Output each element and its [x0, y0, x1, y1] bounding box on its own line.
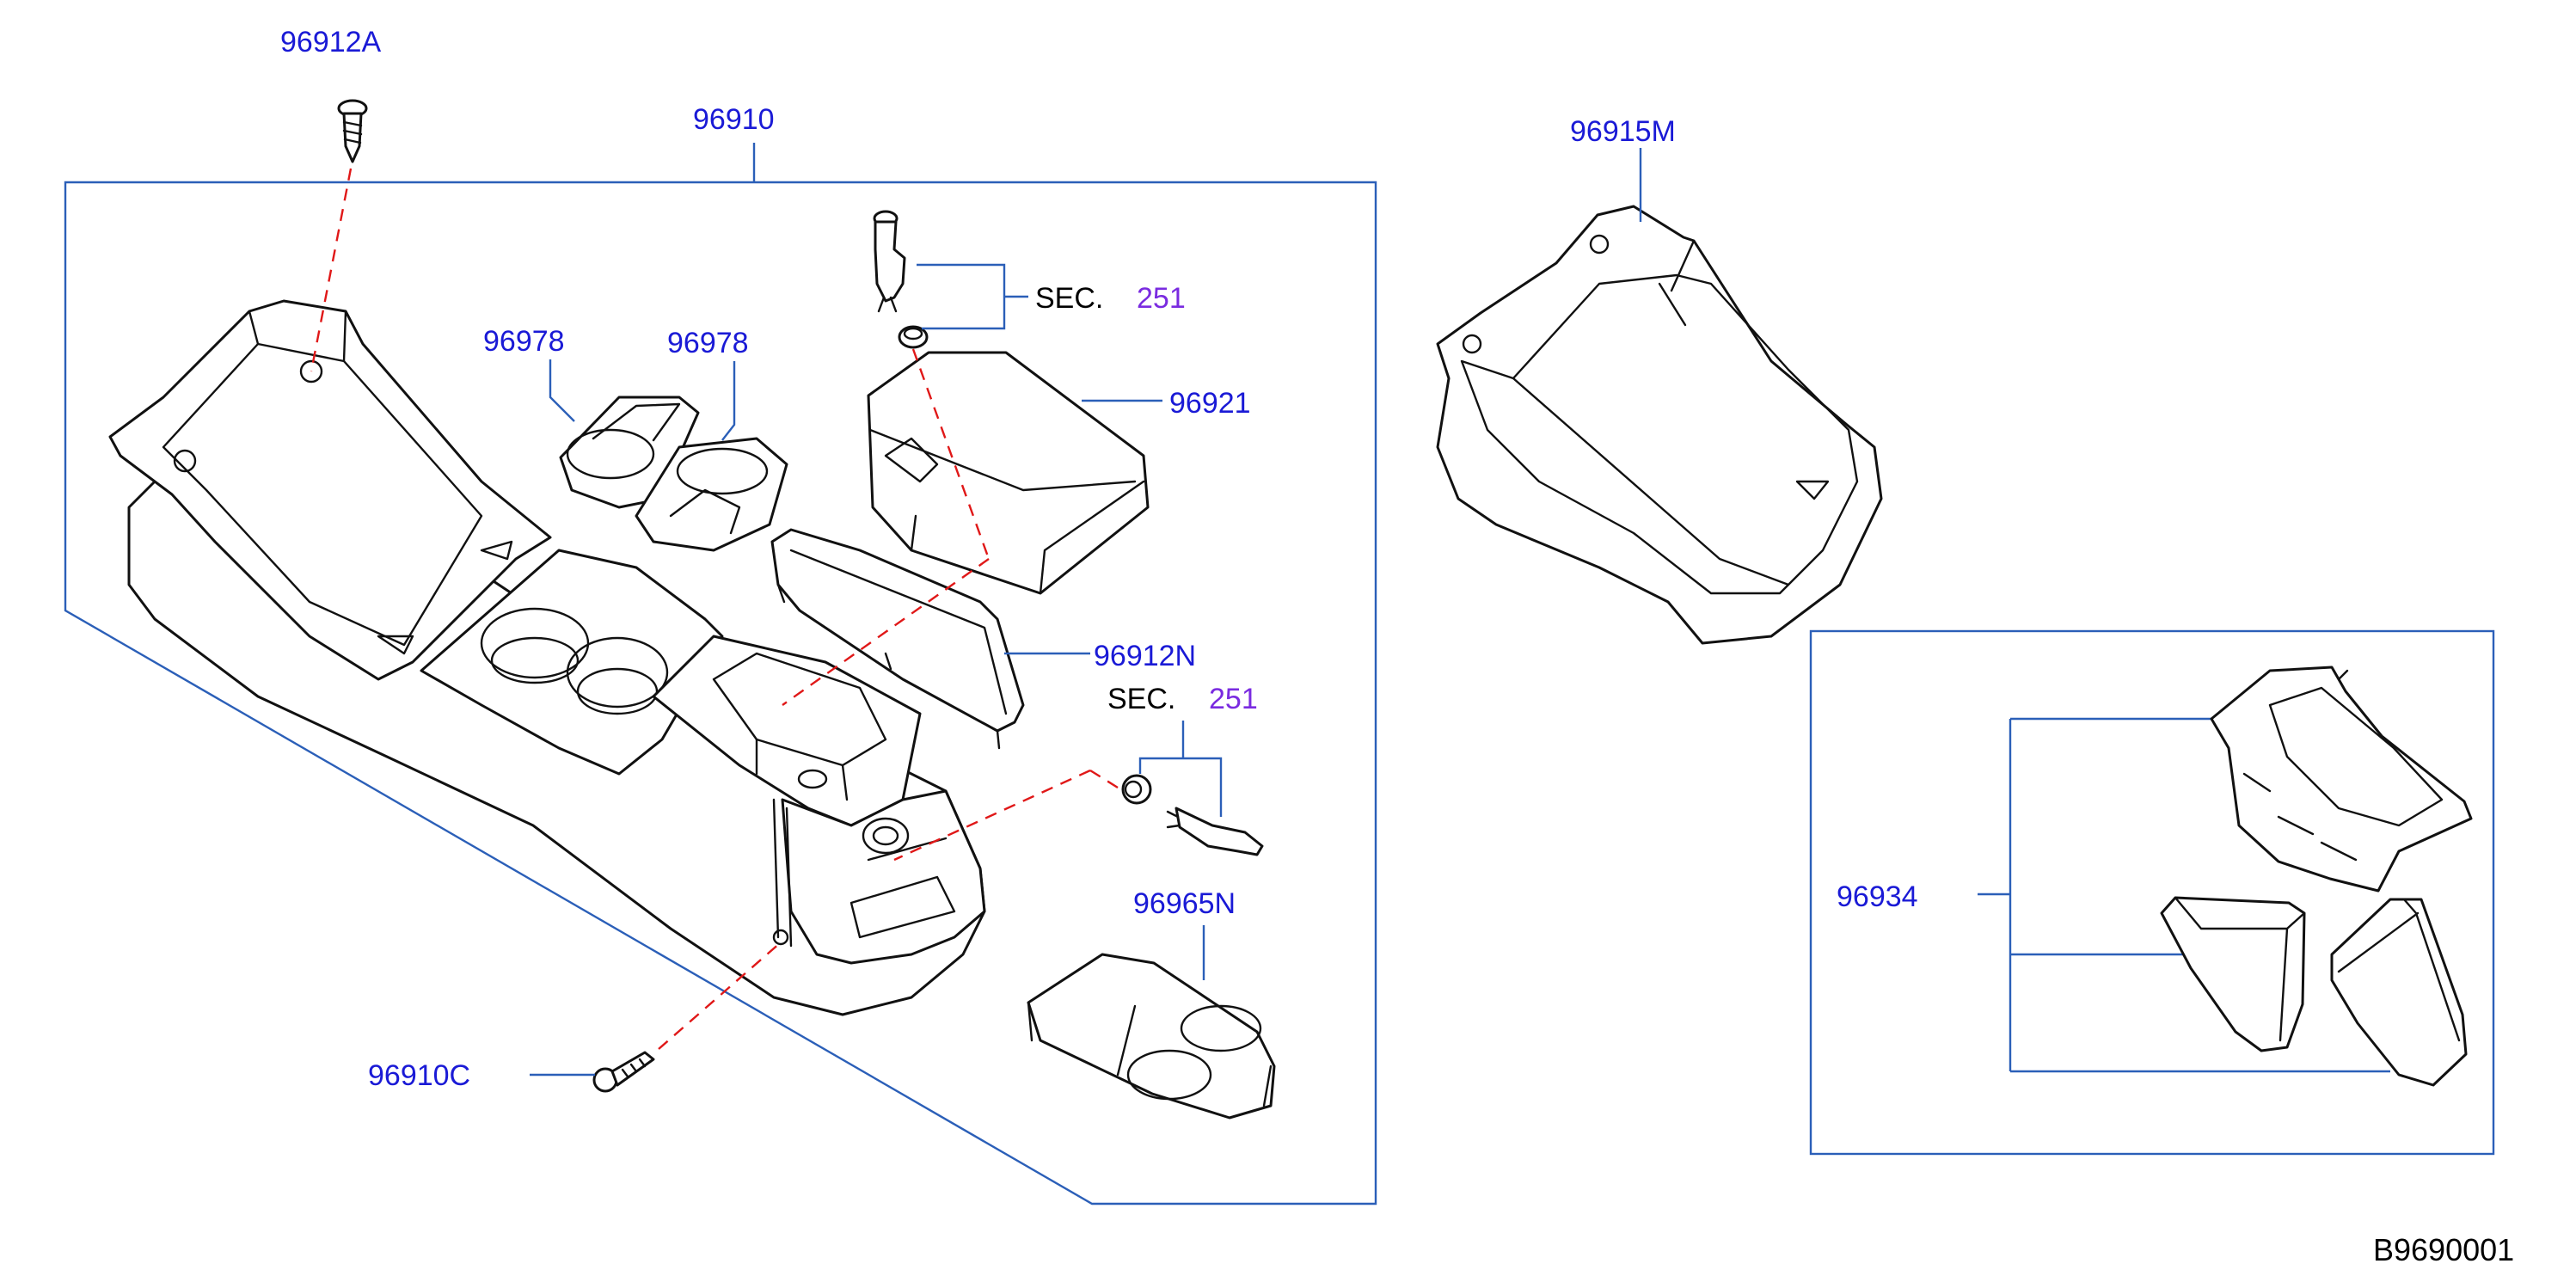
- fastener-path-panel: [782, 558, 990, 706]
- kit-frame-96934: [1809, 629, 2495, 1156]
- finisher-96934-right: [2330, 898, 2468, 1087]
- bracket-sec-lower: [1138, 757, 1223, 817]
- fastener-path-96910C: [658, 942, 782, 1050]
- label-96910[interactable]: 96910: [693, 103, 775, 136]
- sec-number-lower[interactable]: 251: [1209, 683, 1258, 715]
- fastener-path-96912A: [310, 168, 353, 372]
- clip-upper: [873, 210, 906, 313]
- finisher-96934-left: [2160, 896, 2306, 1052]
- console-lid-96921: [867, 351, 1150, 595]
- label-96921[interactable]: 96921: [1169, 387, 1251, 420]
- side-panel-96912N: [770, 528, 1025, 750]
- label-96912N[interactable]: 96912N: [1094, 640, 1196, 672]
- grommet-upper: [898, 325, 929, 349]
- grommet-lower: [1121, 774, 1152, 805]
- screw-96912A: [337, 99, 368, 163]
- fastener-path-lower: [1089, 769, 1119, 789]
- label-96912A[interactable]: 96912A: [280, 26, 382, 58]
- screw-96910C: [592, 1051, 655, 1093]
- label-96915M[interactable]: 96915M: [1570, 115, 1676, 148]
- label-96934[interactable]: 96934: [1837, 880, 1918, 913]
- label-96965N[interactable]: 96965N: [1133, 887, 1236, 920]
- center-console-body: [108, 299, 986, 1016]
- leader-96978-right: [721, 361, 736, 441]
- finisher-96934-upper: [2210, 666, 2473, 893]
- leader-96978-left: [549, 359, 575, 422]
- sec-prefix-upper: SEC.: [1035, 282, 1103, 315]
- sec-number-upper[interactable]: 251: [1137, 282, 1186, 315]
- fastener-path-upper: [911, 348, 991, 560]
- label-96978-right[interactable]: 96978: [667, 327, 749, 359]
- label-96910C[interactable]: 96910C: [368, 1059, 470, 1092]
- cupholder-insert-96978-right: [635, 437, 788, 552]
- clip-lower: [1166, 807, 1264, 856]
- label-96978-left[interactable]: 96978: [483, 325, 565, 358]
- cupholder-96965N: [1027, 953, 1276, 1120]
- bracket-sec-upper: [917, 263, 1006, 330]
- console-part-96915M: [1436, 205, 1883, 645]
- drawing-code: B9690001: [2373, 1232, 2514, 1267]
- sec-prefix-lower: SEC.: [1107, 683, 1175, 715]
- assembly-frame-96910: [64, 181, 1377, 1205]
